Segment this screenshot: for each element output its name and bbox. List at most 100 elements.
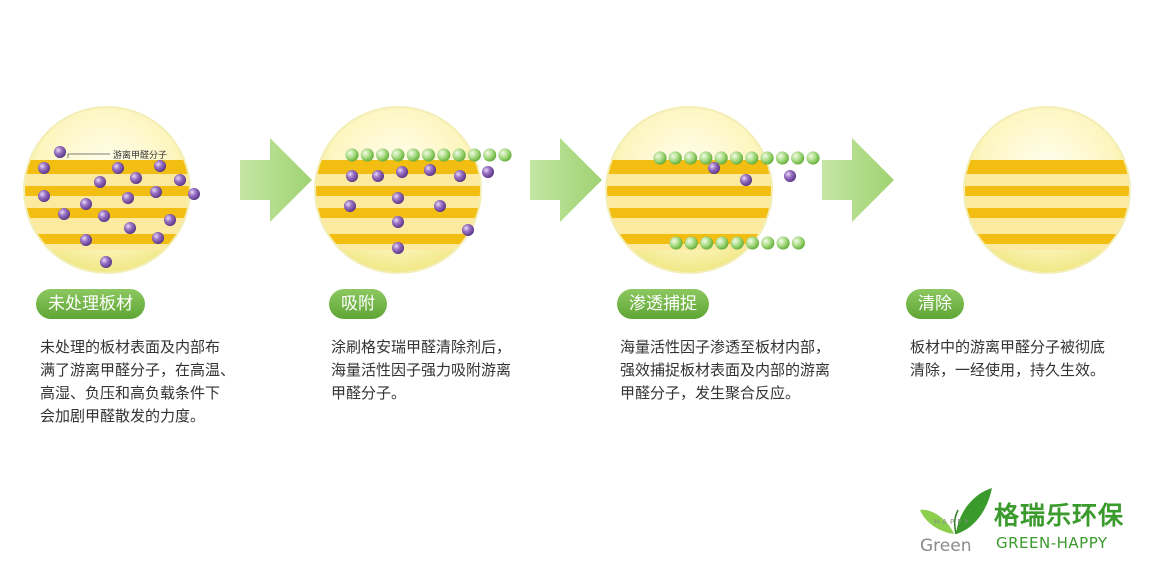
active-factor-molecule xyxy=(745,236,760,250)
active-factor-molecule xyxy=(452,148,466,162)
formaldehyde-molecule xyxy=(345,169,359,183)
formaldehyde-molecule xyxy=(97,209,111,223)
callout-label: 游离甲醛分子 xyxy=(113,149,167,161)
active-factor-molecule xyxy=(730,236,744,250)
board-band xyxy=(316,234,480,244)
formaldehyde-molecule xyxy=(343,199,357,213)
desc-line: 满了游离甲醛分子，在高温、 xyxy=(40,361,236,379)
formaldehyde-molecule xyxy=(423,163,437,177)
formaldehyde-molecule xyxy=(37,161,51,175)
callout-line xyxy=(67,153,110,158)
active-factor-molecule xyxy=(775,151,790,165)
step-desc-clear: 板材中的游离甲醛分子被彻底 清除，一经使用，持久生效。 xyxy=(910,336,1160,382)
active-factor-molecule xyxy=(790,151,805,165)
formaldehyde-molecule xyxy=(187,187,201,201)
active-factor-molecule xyxy=(437,148,451,162)
active-factor-molecule xyxy=(791,236,806,250)
board-band xyxy=(25,186,189,196)
active-factor-molecule xyxy=(421,148,436,162)
active-factor-molecule xyxy=(760,151,774,165)
desc-line: 高湿、负压和高负载条件下 xyxy=(40,384,221,402)
board-band xyxy=(607,186,771,196)
diagram-canvas: 游离甲醛分子 xyxy=(23,106,1131,274)
board-band xyxy=(316,186,480,196)
desc-line: 清除，一经使用，持久生效。 xyxy=(910,361,1106,379)
active-factor-molecule xyxy=(360,148,375,162)
step-title-adsorb: 吸附 xyxy=(329,289,387,319)
active-factor-molecule xyxy=(714,151,728,165)
board-band xyxy=(25,160,189,174)
brand-name-en: GREEN-HAPPY xyxy=(996,534,1108,552)
formaldehyde-molecule xyxy=(111,161,125,175)
formaldehyde-molecule xyxy=(433,199,447,213)
circle-untreated xyxy=(23,106,191,274)
formaldehyde-molecule xyxy=(391,241,405,255)
formaldehyde-molecule xyxy=(37,189,51,203)
formaldehyde-molecule xyxy=(163,213,177,227)
desc-line: 未处理的板材表面及内部布 xyxy=(40,338,221,356)
formaldehyde-molecule xyxy=(173,173,187,187)
brand-logo: HAPPY Green 格瑞乐环保 GREEN-HAPPY xyxy=(918,484,1158,560)
formaldehyde-molecule xyxy=(151,231,165,245)
formaldehyde-molecule xyxy=(783,169,797,183)
formaldehyde-molecule xyxy=(707,161,721,175)
formaldehyde-molecule xyxy=(371,169,385,183)
active-factor-molecule xyxy=(806,151,820,165)
active-factor-molecule xyxy=(745,151,759,165)
active-factor-molecule xyxy=(375,148,390,162)
board-band xyxy=(607,160,771,174)
active-factor-molecule xyxy=(482,148,497,162)
leaf-logo-icon xyxy=(920,488,992,535)
desc-line: 海量活性因子强力吸附游离 xyxy=(331,361,512,379)
formaldehyde-molecule xyxy=(99,255,113,269)
process-arrow-icon xyxy=(822,138,894,222)
formaldehyde-molecule xyxy=(79,233,93,247)
step-desc-penetrate: 海量活性因子渗透至板材内部， 强效捕捉板材表面及内部的游离 甲醛分子，发生聚合反… xyxy=(620,336,890,405)
active-factor-molecule xyxy=(715,236,729,250)
active-factor-molecule xyxy=(653,151,667,165)
step-title-untreated: 未处理板材 xyxy=(36,289,145,319)
formaldehyde-molecule xyxy=(149,185,163,199)
active-factor-molecule xyxy=(668,151,683,165)
formaldehyde-molecule xyxy=(121,191,135,205)
formaldehyde-molecule xyxy=(391,191,405,205)
step-desc-adsorb: 涂刷格安瑞甲醛清除剂后， 海量活性因子强力吸附游离 甲醛分子。 xyxy=(331,336,581,405)
desc-line: 板材中的游离甲醛分子被彻底 xyxy=(910,338,1106,356)
desc-line: 会加剧甲醛散发的力度。 xyxy=(40,407,206,425)
board-band xyxy=(316,208,480,218)
active-factor-molecule xyxy=(761,236,775,250)
active-factor-molecule xyxy=(776,236,790,250)
formaldehyde-molecule xyxy=(153,159,167,173)
desc-line: 强效捕捉板材表面及内部的游离 xyxy=(620,361,831,379)
active-factor-molecule xyxy=(467,148,482,162)
active-factor-molecule xyxy=(345,148,359,162)
formaldehyde-molecule xyxy=(123,221,137,235)
logo-happy-text: HAPPY xyxy=(934,518,972,526)
process-arrow-icon xyxy=(530,138,602,222)
desc-line: 海量活性因子渗透至板材内部， xyxy=(620,338,831,356)
board-band xyxy=(965,186,1129,196)
circle-clear xyxy=(963,106,1131,274)
active-factor-molecule xyxy=(699,236,714,250)
formaldehyde-molecule xyxy=(129,171,143,185)
active-factor-molecule xyxy=(406,148,420,162)
board-band xyxy=(25,234,189,244)
formaldehyde-molecule xyxy=(93,175,107,189)
board-band xyxy=(965,234,1129,244)
formaldehyde-molecule xyxy=(461,223,475,237)
active-factor-molecule xyxy=(729,151,744,165)
formaldehyde-molecule xyxy=(391,215,405,229)
step-desc-untreated: 未处理的板材表面及内部布 满了游离甲醛分子，在高温、 高湿、负压和高负载条件下 … xyxy=(40,336,290,428)
board-band xyxy=(607,208,771,218)
formaldehyde-molecule xyxy=(481,165,495,179)
formaldehyde-molecule xyxy=(53,145,67,159)
active-factor-molecule xyxy=(699,151,713,165)
desc-line: 甲醛分子。 xyxy=(331,384,407,402)
board-band xyxy=(965,208,1129,218)
formaldehyde-molecule xyxy=(739,173,753,187)
circle-adsorb xyxy=(314,106,482,274)
process-arrow-icon xyxy=(240,138,312,222)
formaldehyde-molecule xyxy=(395,165,409,179)
step-title-penetrate: 渗透捕捉 xyxy=(617,289,709,319)
